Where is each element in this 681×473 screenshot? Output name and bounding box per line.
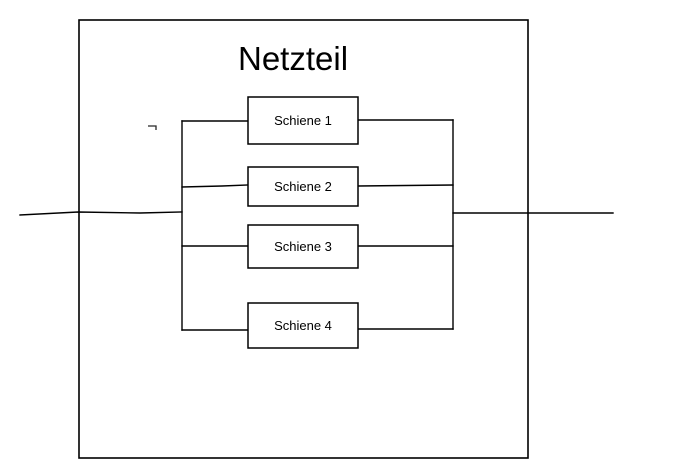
rail-block-schiene-3[interactable]: Schiene 3 [247,224,359,269]
rail-label-schiene-1: Schiene 1 [274,113,332,128]
netzteil-enclosure [78,19,529,459]
page-title: Netzteil [238,40,348,77]
rail-box-schiene-1[interactable] [247,96,359,145]
rail-label-schiene-2: Schiene 2 [274,179,332,194]
stray-pen-mark [148,125,157,130]
rail-box-schiene-2[interactable] [247,166,359,207]
rail-block-schiene-1[interactable]: Schiene 1 [247,96,359,145]
rail-box-schiene-3[interactable] [247,224,359,269]
branch-right-schiene-2 [357,184,454,187]
rail-block-schiene-2[interactable]: Schiene 2 [247,166,359,207]
rail-label-schiene-3: Schiene 3 [274,239,332,254]
branch-left-schiene-2 [181,184,249,188]
rail-box-schiene-4[interactable] [247,302,359,349]
input-line [19,211,183,216]
rail-label-schiene-4: Schiene 4 [274,318,332,333]
rail-block-schiene-4[interactable]: Schiene 4 [247,302,359,349]
